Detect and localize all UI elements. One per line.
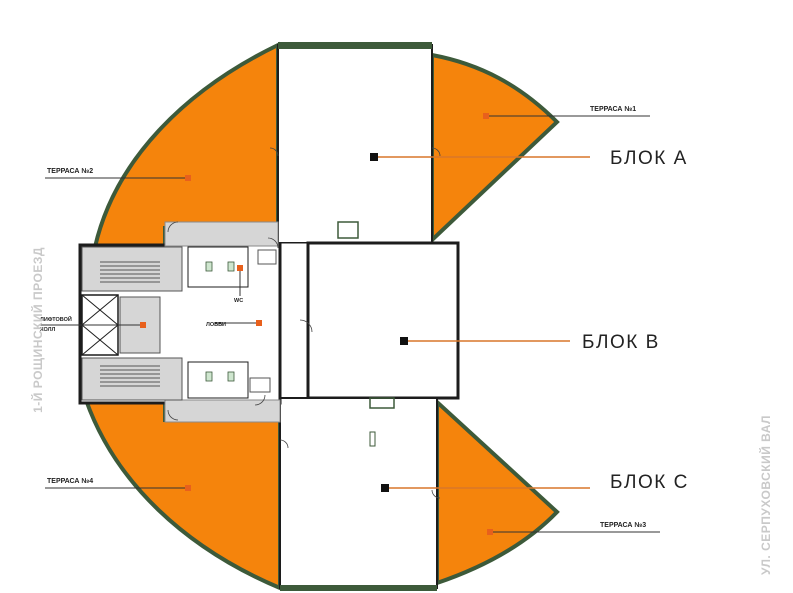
street-name-right: УЛ. СЕРПУХОВСКИЙ ВАЛ — [759, 415, 773, 575]
terrace-markers — [140, 113, 493, 535]
block-c-bottom-glazing — [280, 585, 437, 591]
block-a-entrance-frame — [337, 221, 359, 239]
terrace-4-area[interactable] — [83, 398, 282, 592]
stair-north-steps — [100, 261, 160, 283]
terrace-4-label: ТЕРРАСА №4 — [47, 477, 93, 485]
lift-hall-label-line2: ХОЛЛ — [40, 327, 56, 333]
block-a-outline[interactable] — [277, 44, 433, 244]
block-b-label: БЛОК В — [582, 332, 660, 353]
block-b-marker — [400, 337, 408, 345]
lobby-label: ЛОББИ — [206, 322, 226, 328]
terrace-3-area[interactable] — [435, 397, 560, 586]
street-name-left: 1-Й РОЩИНСКИЙ ПРОЕЗД — [31, 247, 45, 413]
wc-fixtures — [205, 261, 235, 382]
terrace-2-label: ТЕРРАСА №2 — [47, 167, 93, 175]
wc-label: WC — [234, 298, 243, 304]
leader-lines — [374, 156, 590, 489]
terrace-2-area[interactable] — [92, 41, 280, 249]
block-a-marker — [370, 153, 378, 161]
core-vent-bottom — [249, 377, 271, 393]
core-strip-bottom — [164, 399, 281, 423]
block-c-entrance-frame — [369, 397, 395, 409]
block-c-outline[interactable] — [279, 397, 438, 589]
core-vent-top — [257, 249, 277, 265]
wc-south-room — [187, 361, 249, 399]
block-b-outline[interactable] — [306, 241, 460, 400]
stair-south — [81, 357, 183, 401]
stair-south-steps — [100, 365, 160, 387]
terrace-1-area[interactable] — [430, 52, 560, 245]
lift-hall-label-line1: ЛИФТОВОЙ — [40, 315, 72, 323]
door-swings — [167, 147, 441, 499]
block-a-top-glazing — [278, 42, 432, 49]
terrace-1-label: ТЕРРАСА №1 — [590, 105, 636, 113]
core-strip-top — [164, 221, 279, 247]
terrace-3-label: ТЕРРАСА №3 — [600, 521, 646, 529]
block-c-fixture — [369, 431, 376, 447]
terrace-leader-lines — [40, 115, 660, 533]
block-c-label: БЛОК С — [610, 472, 689, 493]
block-c-marker — [381, 484, 389, 492]
block-a-label: БЛОК А — [610, 148, 688, 169]
stair-north — [81, 246, 183, 292]
